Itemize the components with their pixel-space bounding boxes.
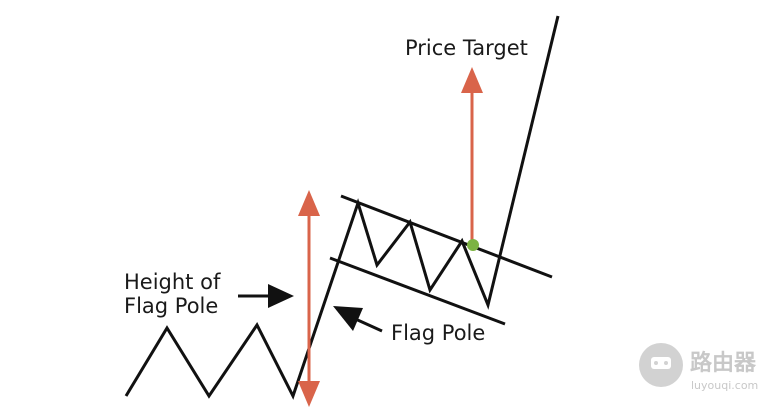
flag-pole-pointer-arrow-head: [333, 306, 363, 331]
height-arrow-down-head: [298, 381, 320, 407]
height-of-flag-pole-label-line2: Flag Pole: [124, 294, 218, 318]
breakout-point-dot: [467, 239, 479, 251]
height-pointer-arrow-head: [268, 284, 294, 308]
flag-pole-label: Flag Pole: [391, 321, 485, 345]
watermark-cn-text: 路由器: [690, 350, 757, 376]
watermark: 路由器 luyouqi.com: [639, 343, 758, 392]
price-target-arrow-head: [461, 67, 483, 93]
flag-upper-channel-line: [340, 194, 553, 279]
watermark-logo-inner: [651, 357, 671, 369]
price-target-label: Price Target: [405, 36, 528, 60]
height-arrow-up-head: [298, 190, 320, 216]
height-of-flag-pole-label-line1: Height of: [124, 270, 221, 294]
price-path-line: [124, 15, 560, 400]
flag-lower-channel-line: [329, 256, 506, 326]
watermark-domain-text: luyouqi.com: [691, 379, 758, 392]
